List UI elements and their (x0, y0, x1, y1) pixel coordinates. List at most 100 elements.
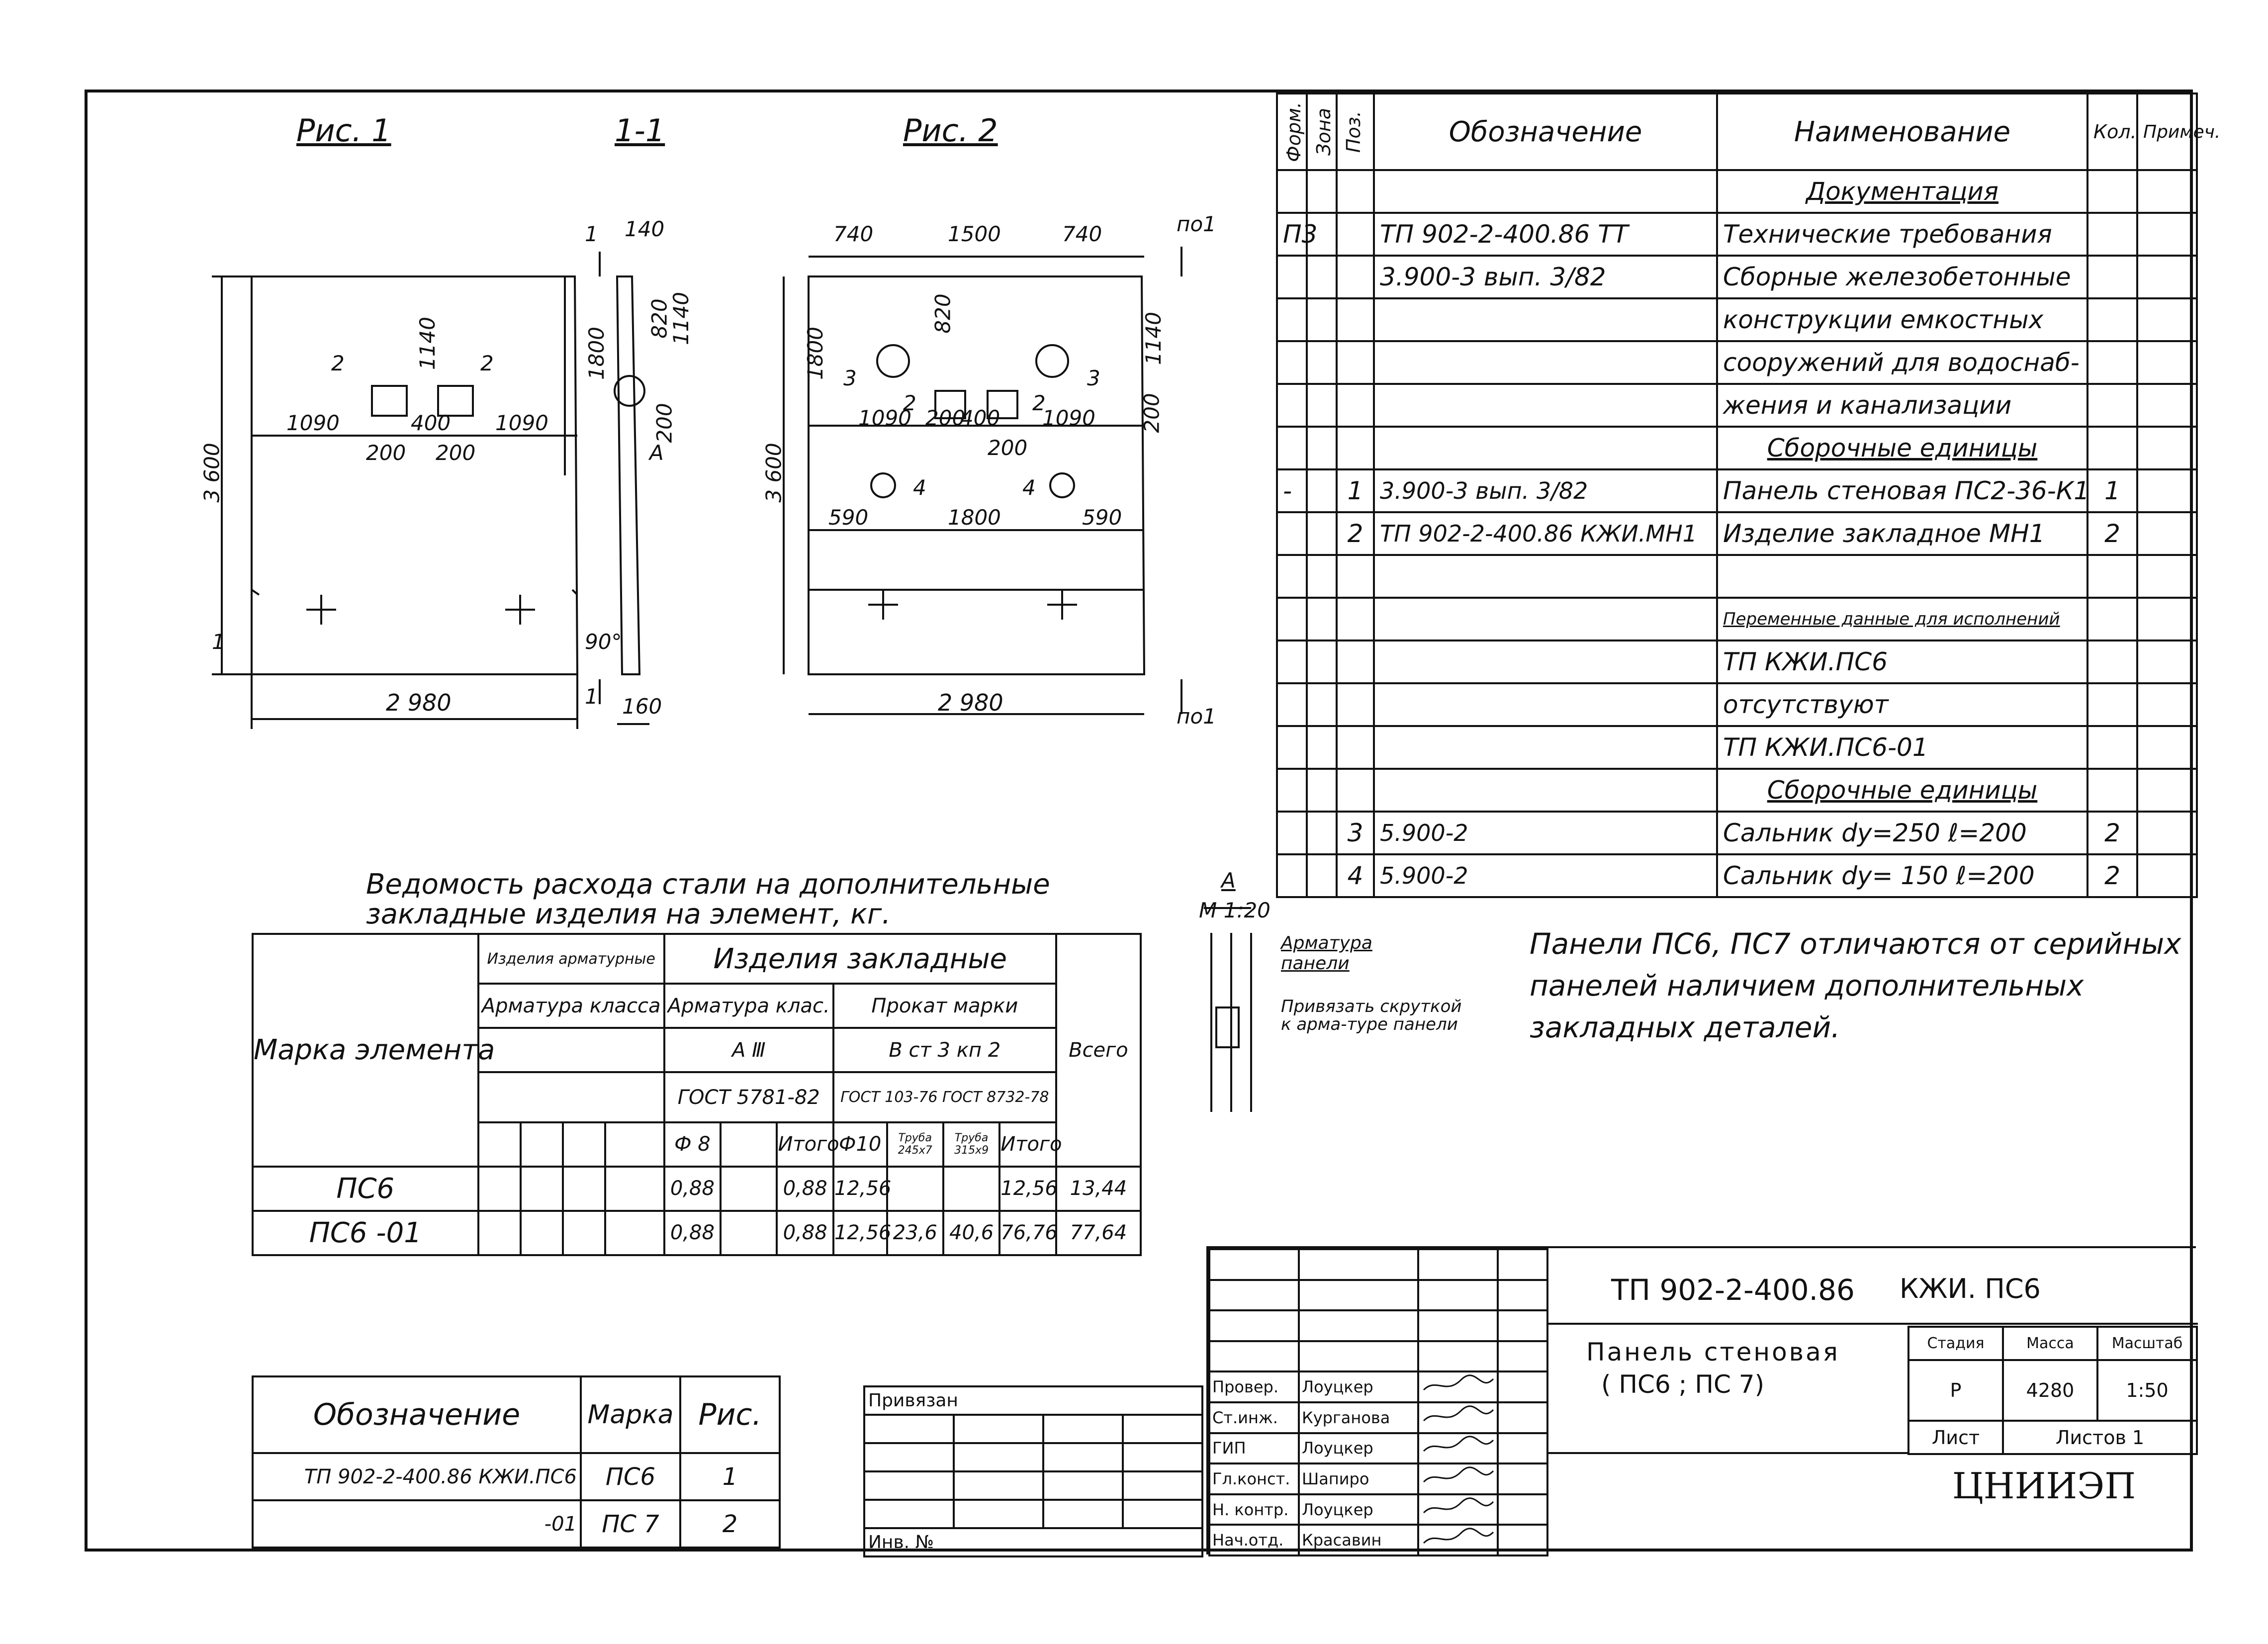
spec-cell: ТП 902-2-400.86 КЖИ.МН1 (1373, 511, 1718, 556)
steel-cell-d8: 0,88 (663, 1209, 722, 1257)
spec-row: ТП КЖИ.ПС6 (1276, 639, 2198, 684)
signer-row: Провер.Лоуцкер (1208, 1370, 1548, 1403)
fig1-dim-plate-left: 200 (366, 441, 406, 465)
section-outline (616, 275, 641, 675)
node-scale: М 1:20 (1199, 898, 1270, 922)
spec-cell: сооружений для водоснаб- (1716, 340, 2088, 385)
steel-header-pipe1: Труба 245х7 (886, 1121, 944, 1168)
fig1-mark-2b: 2 (480, 351, 494, 375)
spec-cell (1306, 297, 1338, 342)
spec-header-qty: Кол. (2087, 92, 2138, 171)
spec-cell (1306, 212, 1338, 257)
spec-cell: 3.900-3 вып. 3/82 (1373, 468, 1718, 513)
spec-cell (1373, 297, 1718, 342)
spec-cell (2087, 212, 2138, 257)
spec-cell (2087, 768, 2138, 813)
sheet-label: Лист (1907, 1420, 2004, 1455)
fig2-pos-3b: 3 (1087, 366, 1100, 390)
drawing-graphics (212, 247, 1252, 1112)
fig2-pos-2a: 2 (903, 391, 916, 415)
fig2-hole-low-left (870, 472, 896, 498)
scale-label: Масштаб (2096, 1326, 2198, 1361)
fig2-dim-1140: 1140 (1141, 312, 1166, 365)
fig2-dim-820: 820 (930, 293, 955, 334)
fig1-mark-1: 1 (212, 630, 225, 654)
steel-table: Марка элемента Изделия арматурные Издели… (252, 932, 1142, 1257)
desig-header-designation: Обозначение (252, 1375, 582, 1454)
steel-title-line2: закладные изделия на элемент, кг. (366, 898, 891, 930)
spec-cell (2087, 597, 2138, 641)
section-title: 1-1 (615, 112, 665, 149)
org-name: ЦНИИЭП (1952, 1465, 2136, 1507)
spec-cell (2136, 597, 2198, 641)
spec-cell (1373, 340, 1718, 385)
signature-scribble (1423, 1374, 1494, 1391)
spec-header-note: Примеч. (2136, 92, 2220, 171)
signer-row: Н. контр.Лоуцкер (1208, 1493, 1548, 1526)
spec-cell (1276, 682, 1308, 727)
spec-cell: отсутствуют (1716, 682, 2088, 727)
steel-cell-empty (604, 1209, 665, 1257)
steel-header-vst: В ст 3 кп 2 (832, 1027, 1057, 1074)
fig2-dim-width: 2 980 (938, 689, 1003, 716)
spec-cell (1276, 811, 1308, 855)
fig2-dim-low-right: 590 (1082, 505, 1122, 530)
spec-cell (1276, 426, 1308, 470)
spec-header-row: Форм. Зона Поз. Обозначение Наименование… (1276, 92, 2220, 171)
steel-cell-empty (604, 1165, 665, 1212)
spec-cell: П3 (1276, 212, 1317, 257)
spec-row: ТП КЖИ.ПС6-01 (1276, 725, 2198, 770)
desig-cell: -01 (252, 1499, 582, 1549)
section-dim-thickness-top: 140 (625, 217, 665, 241)
steel-cell-p2 (942, 1165, 1001, 1212)
steel-cell-empty (519, 1209, 564, 1257)
steel-cell-p1 (886, 1165, 944, 1212)
desig-cell: 1 (679, 1452, 781, 1501)
section-dim-200: 200 (652, 403, 677, 443)
signer-name: Лоуцкер (1298, 1370, 1419, 1403)
spec-cell (2136, 468, 2198, 513)
spec-header-name: Наименование (1716, 92, 2088, 171)
spec-row (1276, 554, 2198, 599)
fig2-dim-400: 400 (960, 406, 1000, 430)
spec-cell (1306, 768, 1338, 813)
spec-cell (2087, 725, 2138, 770)
spec-cell (1373, 383, 1718, 428)
spec-cell (1276, 169, 1308, 214)
fig2-pos-2b: 2 (1032, 391, 1046, 415)
steel-cell-total: 13,44 (1055, 1165, 1142, 1212)
signer-role: Н. контр. (1208, 1493, 1300, 1526)
spec-cell (2136, 768, 2198, 813)
spec-cell (1306, 597, 1338, 641)
spec-cell (1276, 853, 1308, 898)
spec-cell (2087, 255, 2138, 299)
mass-value: 4280 (2002, 1359, 2098, 1422)
signature-scribble (1423, 1528, 1494, 1544)
signer-signature (1417, 1432, 1499, 1465)
spec-cell (2136, 297, 2198, 342)
fig2-dim-height-upper: 1800 (803, 327, 827, 380)
spec-cell: 2 (1336, 511, 1375, 556)
steel-header-gost1: ГОСТ 5781-82 (663, 1071, 834, 1123)
spec-cell (2136, 169, 2198, 214)
spec-cell (1306, 725, 1338, 770)
spec-cell: 3.900-3 вып. 3/82 (1373, 255, 1718, 299)
fig2-dim-top-right: 740 (1062, 222, 1102, 246)
fig1-dim-right: 1090 (495, 411, 548, 435)
spec-cell (1306, 639, 1338, 684)
spec-cell (2087, 554, 2138, 599)
fig2-pos-4b: 4 (1022, 475, 1036, 500)
signer-name: Шапиро (1298, 1462, 1419, 1495)
specification-table: Форм. Зона Поз. Обозначение Наименование… (1276, 92, 2220, 898)
spec-cell (1336, 597, 1375, 641)
spec-cell: 2 (2087, 853, 2138, 898)
fig1-title: Рис. 1 (296, 112, 391, 149)
spec-cell (2136, 212, 2198, 257)
fig2-dim-left: 1090 (858, 406, 911, 430)
spec-cell (1336, 554, 1375, 599)
